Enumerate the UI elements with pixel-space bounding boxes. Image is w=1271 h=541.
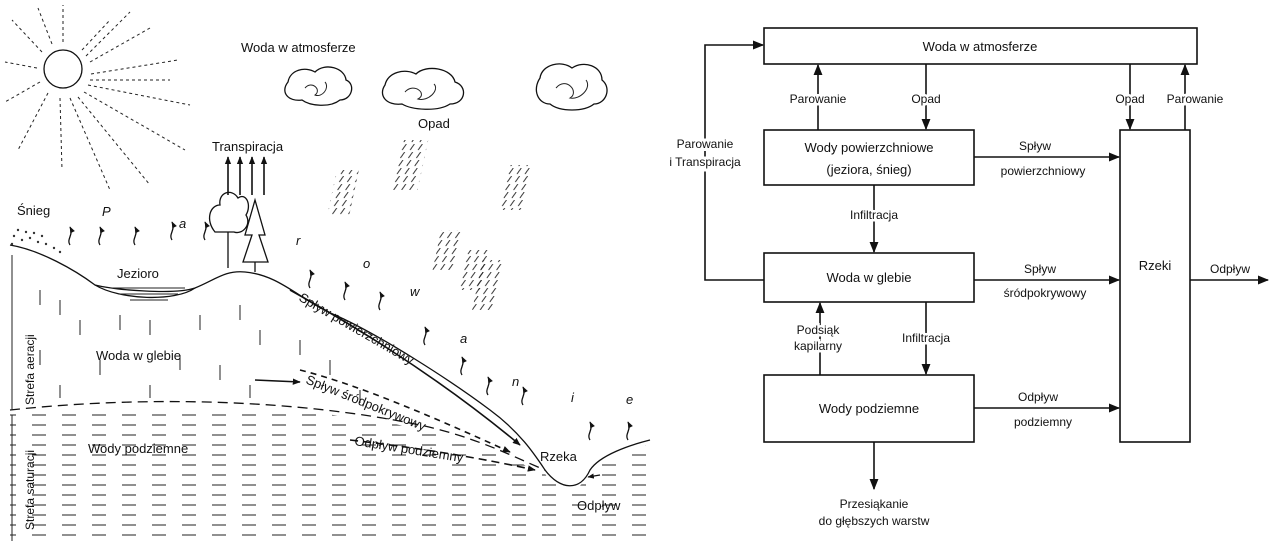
cycle-illustration: Woda w atmosferze Opad Transpiracja Śnie… xyxy=(5,5,650,541)
tree-icon xyxy=(210,192,268,272)
evaporation-letter: a xyxy=(460,331,467,346)
evaporation-letters: P a r o w a n i e xyxy=(102,204,633,407)
capillary-sublabel: kapilarny xyxy=(794,339,842,353)
capillary-label: Podsiąk xyxy=(797,323,841,337)
evapotranspiration-sublabel: i Transpiracja xyxy=(669,155,741,169)
soil-water-box-label: Woda w glebie xyxy=(826,270,911,285)
evaporation-letter: o xyxy=(363,256,370,271)
infiltration-label-1: Infiltracja xyxy=(850,208,898,222)
evapotranspiration-label: Parowanie xyxy=(677,137,734,151)
groundwater-zone xyxy=(10,406,650,541)
outflow-label: Odpływ xyxy=(577,498,621,513)
snow-label: Śnieg xyxy=(17,203,50,218)
river-label: Rzeka xyxy=(540,449,578,464)
evaporation-letter: a xyxy=(179,216,186,231)
rivers-outflow-label: Odpływ xyxy=(1210,262,1250,276)
surface-waters-box-label: Wody powierzchniowe xyxy=(804,140,933,155)
sun-icon xyxy=(5,5,190,190)
snow-patch xyxy=(11,229,61,253)
evaporation-letter: n xyxy=(512,374,519,389)
evaporation-right-label: Parowanie xyxy=(1167,92,1224,106)
groundwater-outflow-label: Odpływ xyxy=(1018,390,1058,404)
aeration-zone-label: Strefa aeracji xyxy=(23,334,37,405)
transpiration-arrows xyxy=(228,157,264,195)
evaporation-left-label: Parowanie xyxy=(790,92,847,106)
transpiration-label: Transpiracja xyxy=(212,139,284,154)
groundwater-label: Wody podziemne xyxy=(88,441,188,456)
interflow-label: Spływ xyxy=(1024,262,1056,276)
evaporation-letter: r xyxy=(296,233,301,248)
soil-flow-arrow xyxy=(255,380,300,382)
rivers-box-label: Rzeki xyxy=(1139,258,1172,273)
rivers-box xyxy=(1120,130,1190,442)
lake-label: Jezioro xyxy=(117,266,159,281)
groundwater-outflow-sublabel: podziemny xyxy=(1014,415,1072,429)
infiltration-label-2: Infiltracja xyxy=(902,331,950,345)
surface-runoff-label: Spływ xyxy=(1019,139,1051,153)
evaporation-letter: i xyxy=(571,390,575,405)
atmosphere-label: Woda w atmosferze xyxy=(241,40,356,55)
percolation-label: Przesiąkanie xyxy=(840,497,909,511)
soil-water-label: Woda w glebie xyxy=(96,348,181,363)
surface-runoff-label: Spływ powierzchniowy xyxy=(297,290,418,368)
surface-runoff-sublabel: powierzchniowy xyxy=(1001,164,1086,178)
precipitation-right-label: Opad xyxy=(1115,92,1144,106)
interflow-sublabel: śródpokrywowy xyxy=(1004,286,1087,300)
evaporation-letter: e xyxy=(626,392,633,407)
cloud-icon xyxy=(382,68,463,109)
cloud-icon xyxy=(536,64,607,110)
groundwater-box-label: Wody podziemne xyxy=(819,401,919,416)
cycle-flowchart: Woda w atmosferze Wody powierzchniowe (j… xyxy=(669,28,1268,528)
precipitation-left-label: Opad xyxy=(911,92,940,106)
atmosphere-box-label: Woda w atmosferze xyxy=(923,39,1038,54)
saturation-zone-label: Strefa saturacji xyxy=(23,450,37,530)
precipitation-label: Opad xyxy=(418,116,450,131)
surface-waters-box-sublabel: (jeziora, śnieg) xyxy=(826,162,911,177)
rain-icon xyxy=(327,140,532,310)
evaporation-letter: P xyxy=(102,204,111,219)
cloud-icon xyxy=(285,67,352,105)
evaporation-letter: w xyxy=(410,284,421,299)
percolation-sublabel: do głębszych warstw xyxy=(819,514,930,528)
